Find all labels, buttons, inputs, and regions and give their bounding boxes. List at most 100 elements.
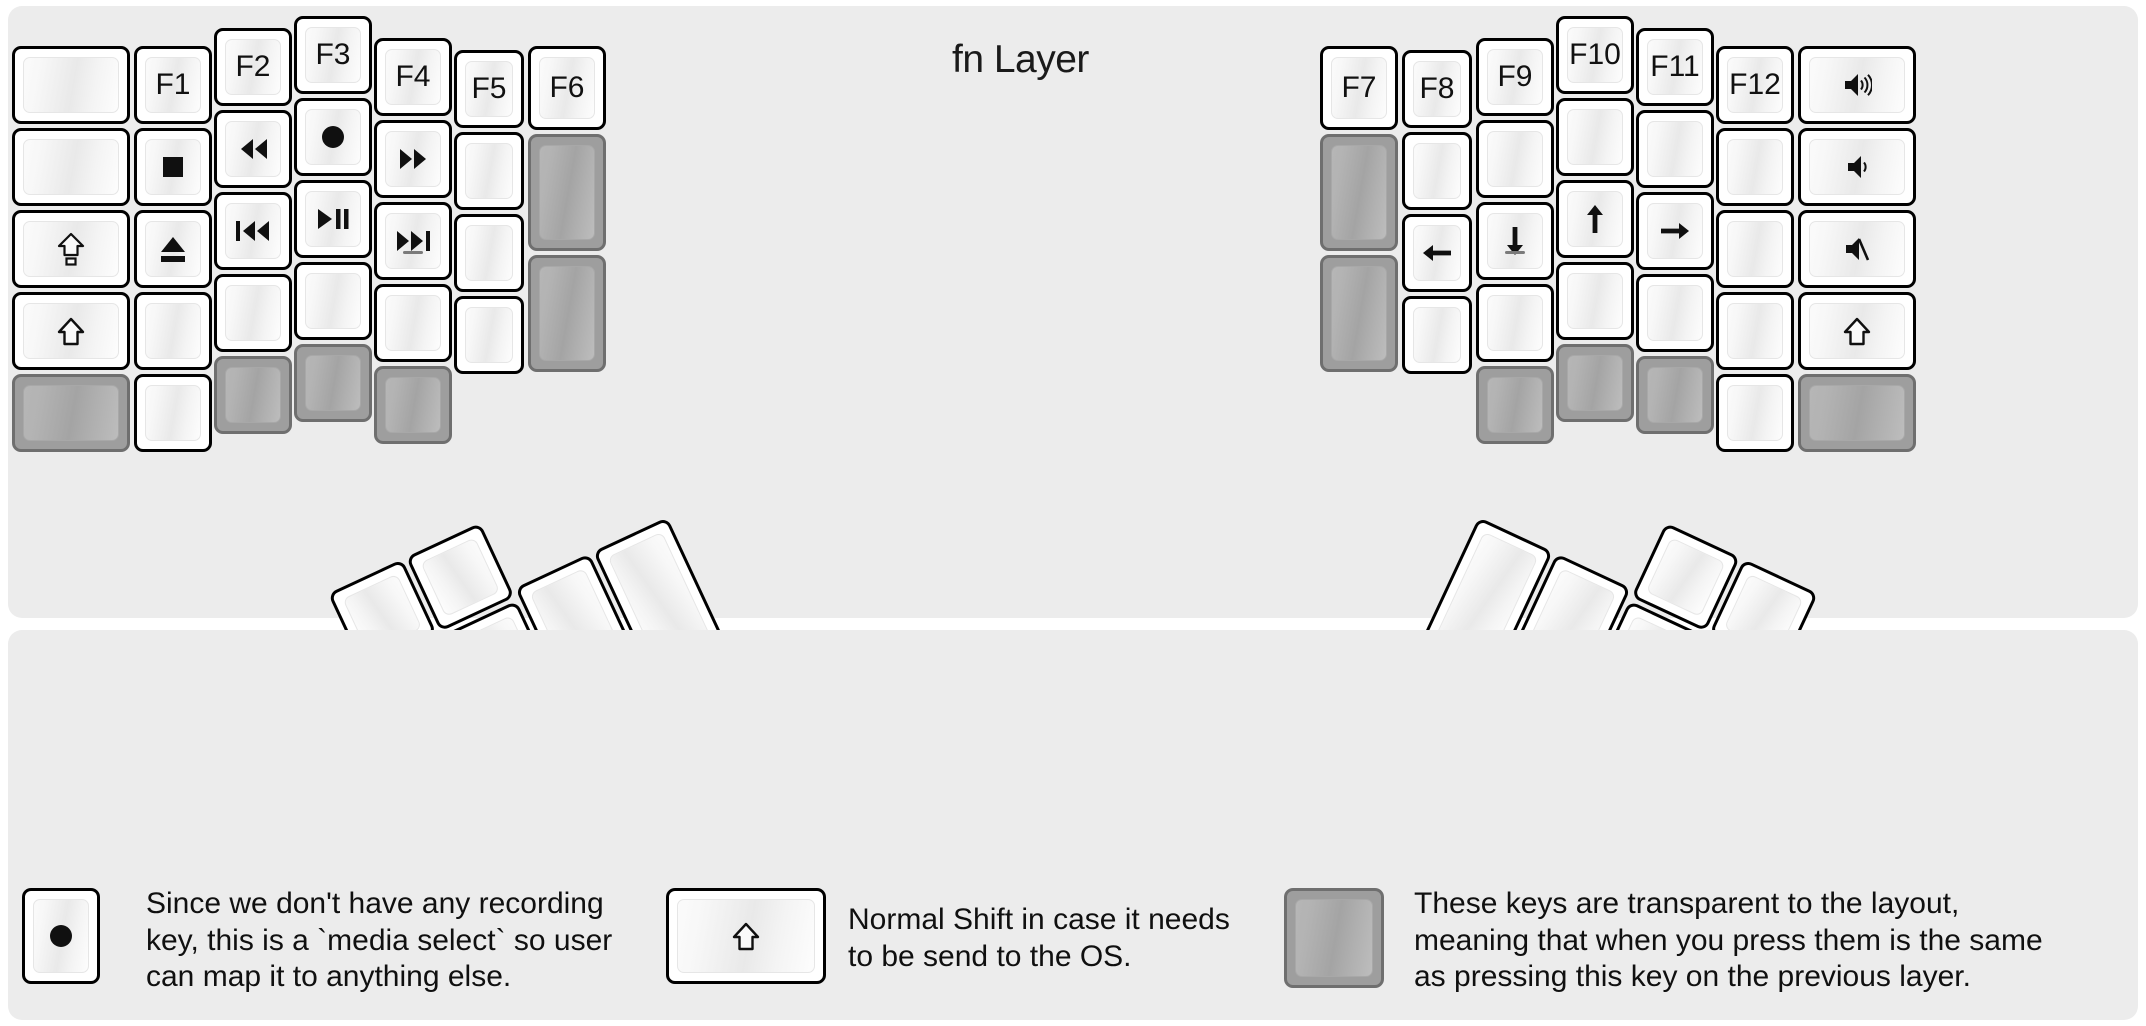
legend-panel (8, 630, 2138, 1020)
key-cap (1647, 121, 1703, 177)
key-cap (465, 307, 513, 363)
key-cap (1413, 307, 1461, 363)
key-col-pinky-outer-3[interactable] (1798, 292, 1916, 370)
key-col-index-3[interactable] (1476, 284, 1554, 362)
media-play-pause-icon (316, 207, 351, 231)
key-col-pinky-outer-0[interactable] (12, 46, 130, 124)
key-cap (1295, 899, 1373, 977)
key-col-ring-2[interactable] (1636, 192, 1714, 270)
key-col-index-4[interactable] (1476, 366, 1554, 444)
key-col-ring-4[interactable] (1636, 356, 1714, 434)
key-cap (1567, 355, 1623, 411)
key-cap (145, 303, 201, 359)
key-col-pinky-3[interactable] (134, 292, 212, 370)
key-col-middle-3[interactable] (1556, 262, 1634, 340)
key-label: F4 (395, 60, 431, 93)
key-col-pinky-outer-1[interactable] (12, 128, 130, 206)
key-col-pinky-outer-2[interactable] (1798, 210, 1916, 288)
key-col-middle-2[interactable] (294, 180, 372, 258)
key-col-inner-2[interactable] (1320, 255, 1398, 372)
key-col-middle-2[interactable] (1556, 180, 1634, 258)
key-cap (1413, 225, 1461, 281)
key-col-index-3[interactable] (374, 284, 452, 362)
key-col-index-inner-2[interactable] (454, 214, 524, 292)
key-col-index-inner-2[interactable] (1402, 214, 1472, 292)
key-col-index-inner-0[interactable]: F5 (454, 50, 524, 128)
key-cap (1567, 191, 1623, 247)
key-col-pinky-outer-4[interactable] (12, 374, 130, 452)
key-col-inner-1[interactable] (1320, 134, 1398, 251)
legend-shift-description: Normal Shift in case it needs to be send… (848, 903, 1230, 973)
key-col-ring-1[interactable] (214, 110, 292, 188)
key-col-middle-1[interactable] (1556, 98, 1634, 176)
key-col-pinky-4[interactable] (134, 374, 212, 452)
key-cap (1647, 367, 1703, 423)
legend-shift-key (666, 888, 826, 984)
key-col-ring-1[interactable] (1636, 110, 1714, 188)
key-col-middle-4[interactable] (1556, 344, 1634, 422)
key-cap (1809, 57, 1905, 113)
key-col-ring-3[interactable] (214, 274, 292, 352)
key-col-index-4[interactable] (374, 366, 452, 444)
key-col-middle-0[interactable]: F10 (1556, 16, 1634, 94)
legend-transparent-description: These keys are transparent to the layout… (1414, 887, 2043, 994)
key-col-ring-0[interactable]: F11 (1636, 28, 1714, 106)
key-cap (385, 131, 441, 187)
key-col-index-inner-1[interactable] (1402, 132, 1472, 210)
key-col-ring-2[interactable] (214, 192, 292, 270)
key-cap: F8 (1413, 61, 1461, 117)
key-col-index-inner-0[interactable]: F8 (1402, 50, 1472, 128)
key-col-index-0[interactable]: F9 (1476, 38, 1554, 116)
key-col-pinky-1[interactable] (134, 128, 212, 206)
key-col-pinky-outer-3[interactable] (12, 292, 130, 370)
key-col-ring-4[interactable] (214, 356, 292, 434)
key-col-index-0[interactable]: F4 (374, 38, 452, 116)
key-col-index-inner-3[interactable] (1402, 296, 1472, 374)
key-cap (305, 109, 361, 165)
key-col-pinky-1[interactable] (1716, 128, 1794, 206)
key-cap (305, 191, 361, 247)
key-col-middle-4[interactable] (294, 344, 372, 422)
key-col-inner-0[interactable]: F6 (528, 46, 606, 130)
key-col-inner-2[interactable] (528, 255, 606, 372)
key-col-index-inner-1[interactable] (454, 132, 524, 210)
arrow-right-icon (1658, 219, 1692, 243)
home-row-marker (403, 251, 423, 254)
key-col-pinky-outer-0[interactable] (1798, 46, 1916, 124)
key-cap (1567, 273, 1623, 329)
key-col-pinky-outer-2[interactable] (12, 210, 130, 288)
key-col-pinky-outer-1[interactable] (1798, 128, 1916, 206)
key-cap: F3 (305, 27, 361, 83)
key-col-pinky-0[interactable]: F12 (1716, 46, 1794, 124)
key-col-pinky-4[interactable] (1716, 374, 1794, 452)
key-col-pinky-3[interactable] (1716, 292, 1794, 370)
key-col-inner-1[interactable] (528, 134, 606, 251)
key-col-pinky-0[interactable]: F1 (134, 46, 212, 124)
key-col-inner-0[interactable]: F7 (1320, 46, 1398, 130)
caps-lock-icon (57, 232, 85, 267)
key-cap (1809, 139, 1905, 195)
key-col-index-inner-3[interactable] (454, 296, 524, 374)
key-col-pinky-2[interactable] (134, 210, 212, 288)
key-label: F7 (1341, 71, 1377, 104)
key-col-middle-0[interactable]: F3 (294, 16, 372, 94)
volume-mute-icon (1844, 236, 1870, 262)
key-col-index-1[interactable] (374, 120, 452, 198)
key-cap: F9 (1487, 49, 1543, 105)
key-col-pinky-2[interactable] (1716, 210, 1794, 288)
key-cap (1645, 537, 1726, 618)
key-cap (1727, 221, 1783, 277)
key-col-ring-0[interactable]: F2 (214, 28, 292, 106)
key-col-pinky-outer-4[interactable] (1798, 374, 1916, 452)
key-col-index-2[interactable] (374, 202, 452, 280)
key-col-ring-3[interactable] (1636, 274, 1714, 352)
key-cap (1487, 213, 1543, 269)
key-col-middle-1[interactable] (294, 98, 372, 176)
key-col-middle-3[interactable] (294, 262, 372, 340)
key-cap (225, 285, 281, 341)
key-col-index-2[interactable] (1476, 202, 1554, 280)
key-cap (23, 385, 119, 441)
key-col-index-1[interactable] (1476, 120, 1554, 198)
key-cap (225, 203, 281, 259)
key-cap (23, 139, 119, 195)
